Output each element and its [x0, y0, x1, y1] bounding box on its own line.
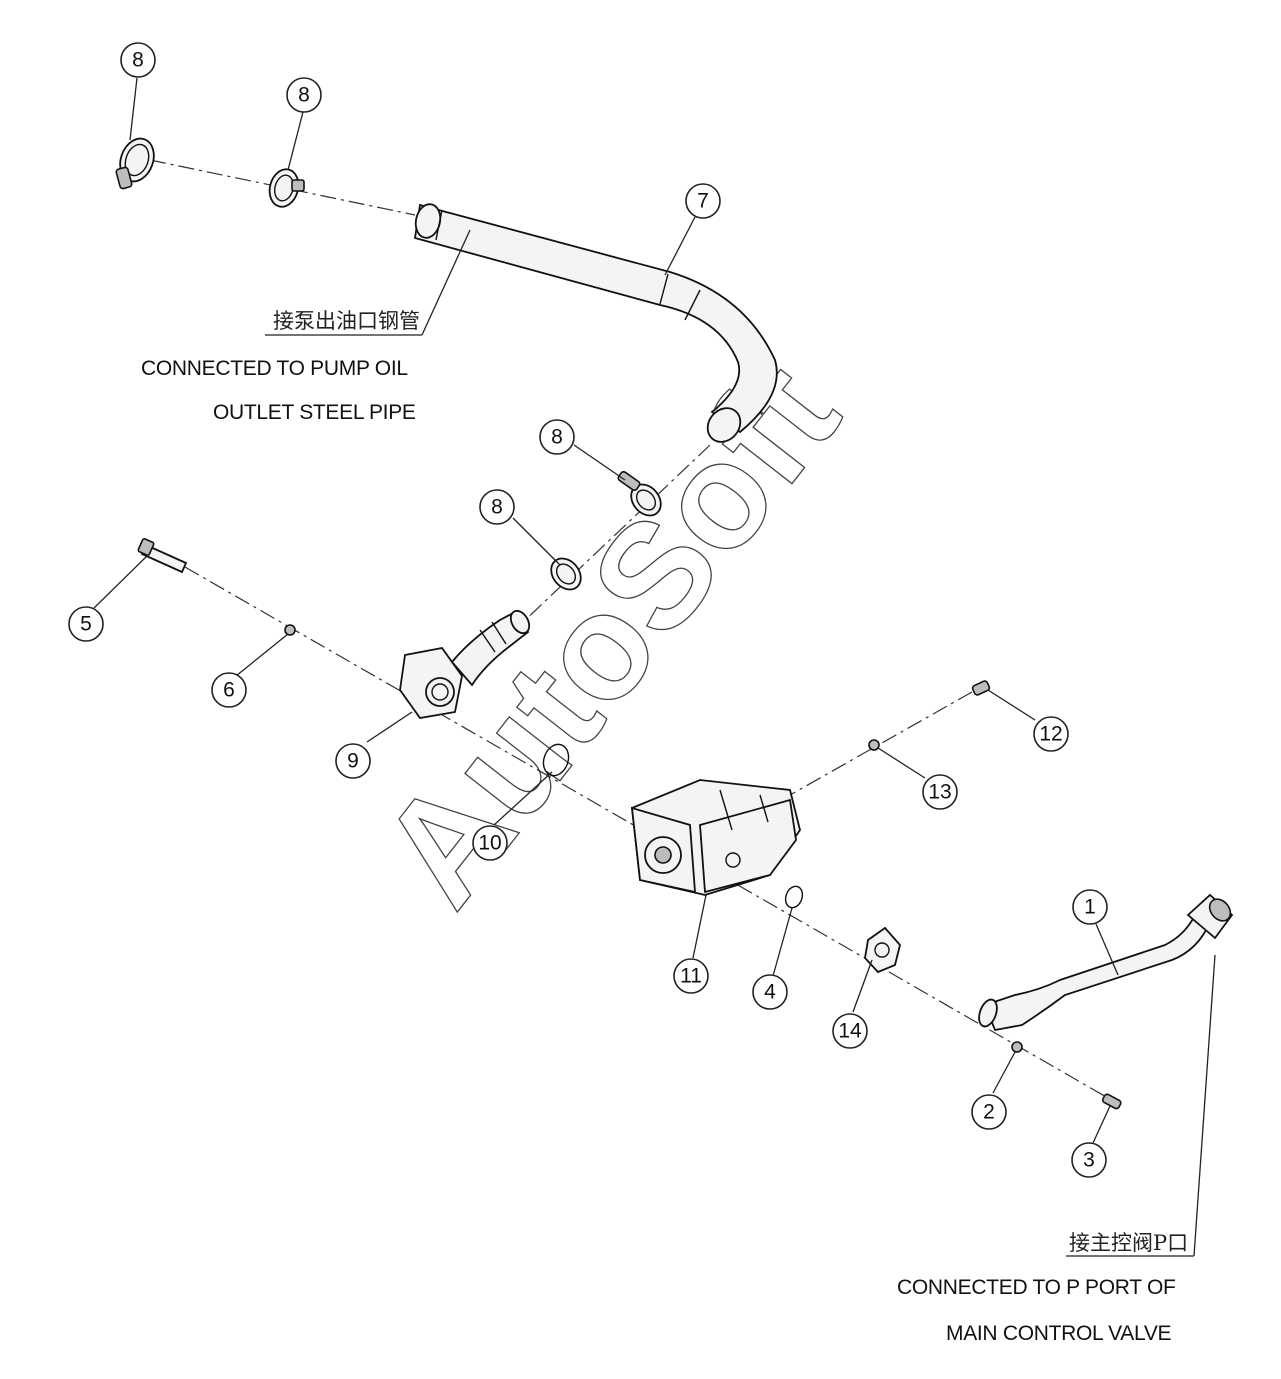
callout-item: 14	[832, 1013, 868, 1049]
hose-clamp-2	[268, 168, 305, 208]
callout-item: 8	[120, 42, 156, 78]
hose-clamp-3	[617, 470, 662, 517]
callout-item: 4	[752, 974, 788, 1010]
gear-pump-11	[630, 779, 801, 896]
callout-item: 8	[539, 419, 575, 455]
note-bottom-zh: 接主控阀P口	[1069, 1231, 1188, 1255]
bolt-3	[1101, 1093, 1122, 1110]
svg-text:12: 12	[1039, 723, 1062, 746]
callout-item: 9	[335, 743, 371, 779]
callout-item: 1	[1072, 889, 1108, 925]
note-bottom-en-2: MAIN CONTROL VALVE	[946, 1322, 1172, 1345]
o-ring-4	[784, 885, 804, 909]
callout-item: 8	[479, 489, 515, 525]
svg-text:8: 8	[491, 496, 503, 519]
washer-13	[868, 739, 880, 751]
note-top-zh: 接泵出油口钢管	[273, 309, 420, 333]
callout-item: 2	[971, 1094, 1007, 1130]
svg-text:3: 3	[1083, 1149, 1095, 1172]
callout-item: 5	[68, 606, 104, 642]
callout-item: 3	[1071, 1142, 1107, 1178]
flange-14	[864, 926, 901, 974]
note-top-en-1: CONNECTED TO PUMP OIL	[141, 357, 408, 380]
note-bottom: 接主控阀P口 CONNECTED TO P PORT OF MAIN CONTR…	[897, 1231, 1188, 1345]
axis-hose-clamps	[519, 444, 711, 626]
svg-text:5: 5	[80, 613, 92, 636]
note-leaders	[265, 229, 1216, 1257]
note-bottom-en-1: CONNECTED TO P PORT OF	[897, 1276, 1176, 1299]
axis-pump-bolt	[789, 691, 973, 796]
callout-item: 10	[472, 825, 508, 861]
svg-text:8: 8	[298, 84, 310, 107]
o-ring-10	[542, 743, 570, 777]
svg-text:8: 8	[551, 426, 563, 449]
svg-text:11: 11	[680, 965, 702, 988]
callouts: 8 8 7 8 8 5 6 9 10 12 13 11 4 14 1 2 3	[68, 42, 1108, 1178]
svg-text:13: 13	[928, 781, 951, 804]
hose-7	[413, 203, 778, 443]
svg-text:4: 4	[764, 981, 776, 1004]
svg-text:7: 7	[697, 190, 709, 213]
callout-item: 13	[922, 774, 958, 810]
callout-item: 11	[673, 958, 709, 994]
svg-text:2: 2	[983, 1101, 995, 1124]
note-top-en-2: OUTLET STEEL PIPE	[213, 401, 416, 424]
callout-item: 7	[685, 183, 721, 219]
callout-item: 8	[286, 77, 322, 113]
hose-clamp-1	[115, 137, 155, 190]
callout-item: 6	[211, 672, 247, 708]
svg-text:6: 6	[223, 679, 235, 702]
leader-lines	[93, 77, 1119, 1144]
washer-2	[1011, 1041, 1023, 1053]
svg-text:1: 1	[1084, 896, 1096, 919]
axis-top-clamps	[149, 159, 416, 216]
svg-text:14: 14	[838, 1020, 862, 1043]
svg-text:10: 10	[478, 832, 501, 855]
svg-text:8: 8	[132, 49, 144, 72]
pipe-1	[978, 893, 1234, 1032]
bolt-5	[137, 538, 188, 574]
elbow-flange-9	[399, 609, 531, 719]
note-top: 接泵出油口钢管 CONNECTED TO PUMP OIL OUTLET STE…	[141, 309, 420, 424]
washer-6	[284, 624, 296, 636]
bolt-12	[971, 680, 991, 696]
svg-text:9: 9	[347, 750, 359, 773]
callout-item: 12	[1033, 716, 1069, 752]
